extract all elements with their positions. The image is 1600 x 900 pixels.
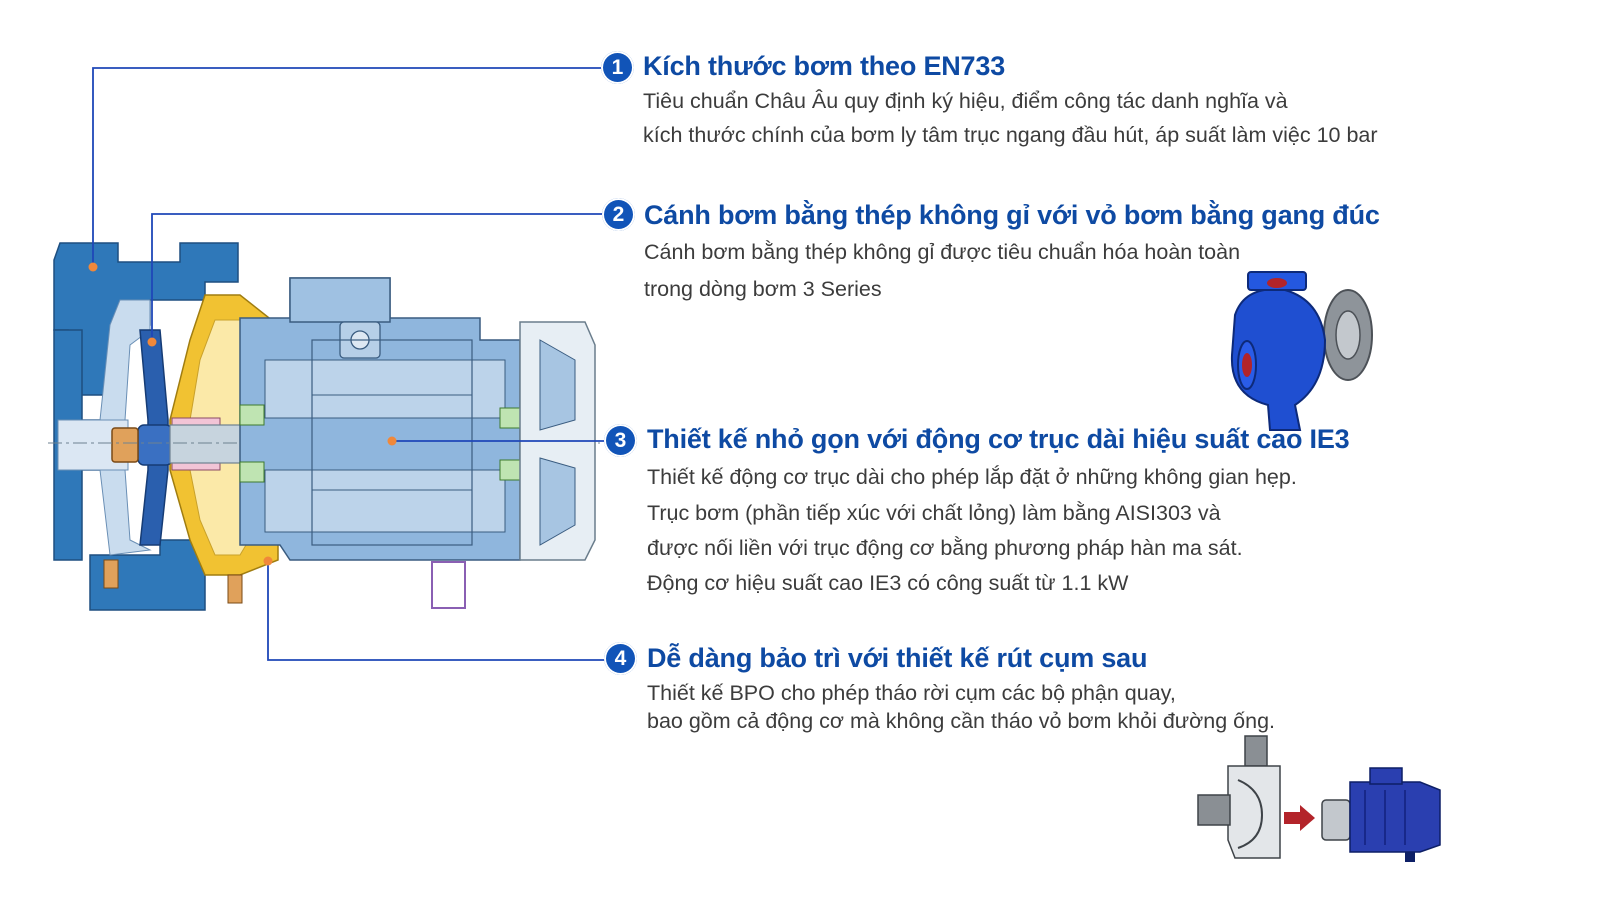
pump-cross-section: [48, 242, 600, 611]
leader-line-4: [267, 561, 607, 661]
marker-dots: [88, 262, 397, 566]
feature-4: Dễ dàng bảo trì với thiết kế rút cụm sau…: [647, 643, 1547, 743]
marker-dot-2: [147, 337, 157, 347]
feature-4-title: Dễ dàng bảo trì với thiết kế rút cụm sau: [647, 643, 1148, 673]
feature-3-desc-line-3: được nối liền với trục động cơ bằng phươ…: [647, 536, 1243, 560]
feature-1: Kích thước bơm theo EN733 Tiêu chuẩn Châ…: [643, 51, 1543, 161]
feature-3-number-badge: 3: [604, 424, 637, 457]
feature-2-number-badge: 2: [602, 198, 635, 231]
feature-1-desc-line-1: Tiêu chuẩn Châu Âu quy định ký hiệu, điể…: [643, 89, 1288, 113]
feature-2-title: Cánh bơm bằng thép không gỉ với vỏ bơm b…: [644, 200, 1380, 230]
feature-3-desc-line-2: Trục bơm (phần tiếp xúc với chất lỏng) l…: [647, 501, 1221, 525]
feature-2: Cánh bơm bằng thép không gỉ với vỏ bơm b…: [644, 200, 1544, 310]
feature-4-desc-line-2: bao gồm cả động cơ mà không cần tháo vỏ …: [647, 709, 1276, 733]
feature-3: Thiết kế nhỏ gọn với động cơ trục dài hi…: [647, 424, 1547, 604]
feature-3-desc-line-4: Động cơ hiệu suất cao IE3 có công suất t…: [647, 571, 1129, 595]
marker-dot-3: [387, 436, 397, 446]
leader-lines: [92, 67, 607, 661]
feature-3-desc-line-1: Thiết kế động cơ trục dài cho phép lắp đ…: [647, 465, 1297, 489]
pump-photo: [1230, 271, 1373, 431]
marker-dot-4: [263, 556, 273, 566]
feature-1-title: Kích thước bơm theo EN733: [643, 51, 1006, 81]
feature-3-title: Thiết kế nhỏ gọn với động cơ trục dài hi…: [647, 424, 1350, 454]
feature-1-number-badge: 1: [601, 51, 634, 84]
bpo-illustration: [1197, 735, 1441, 862]
feature-1-desc-line-2: kích thước chính của bơm ly tâm trục nga…: [643, 123, 1378, 147]
feature-2-desc-line-2: trong dòng bơm 3 Series: [644, 277, 882, 301]
feature-4-number-badge: 4: [604, 642, 637, 675]
feature-4-desc-line-1: Thiết kế BPO cho phép tháo rời cụm các b…: [647, 681, 1176, 705]
feature-2-desc-line-1: Cánh bơm bằng thép không gỉ được tiêu ch…: [644, 240, 1241, 264]
marker-dot-1: [88, 262, 98, 272]
leader-line-2: [151, 213, 605, 342]
leader-line-1: [92, 67, 604, 267]
